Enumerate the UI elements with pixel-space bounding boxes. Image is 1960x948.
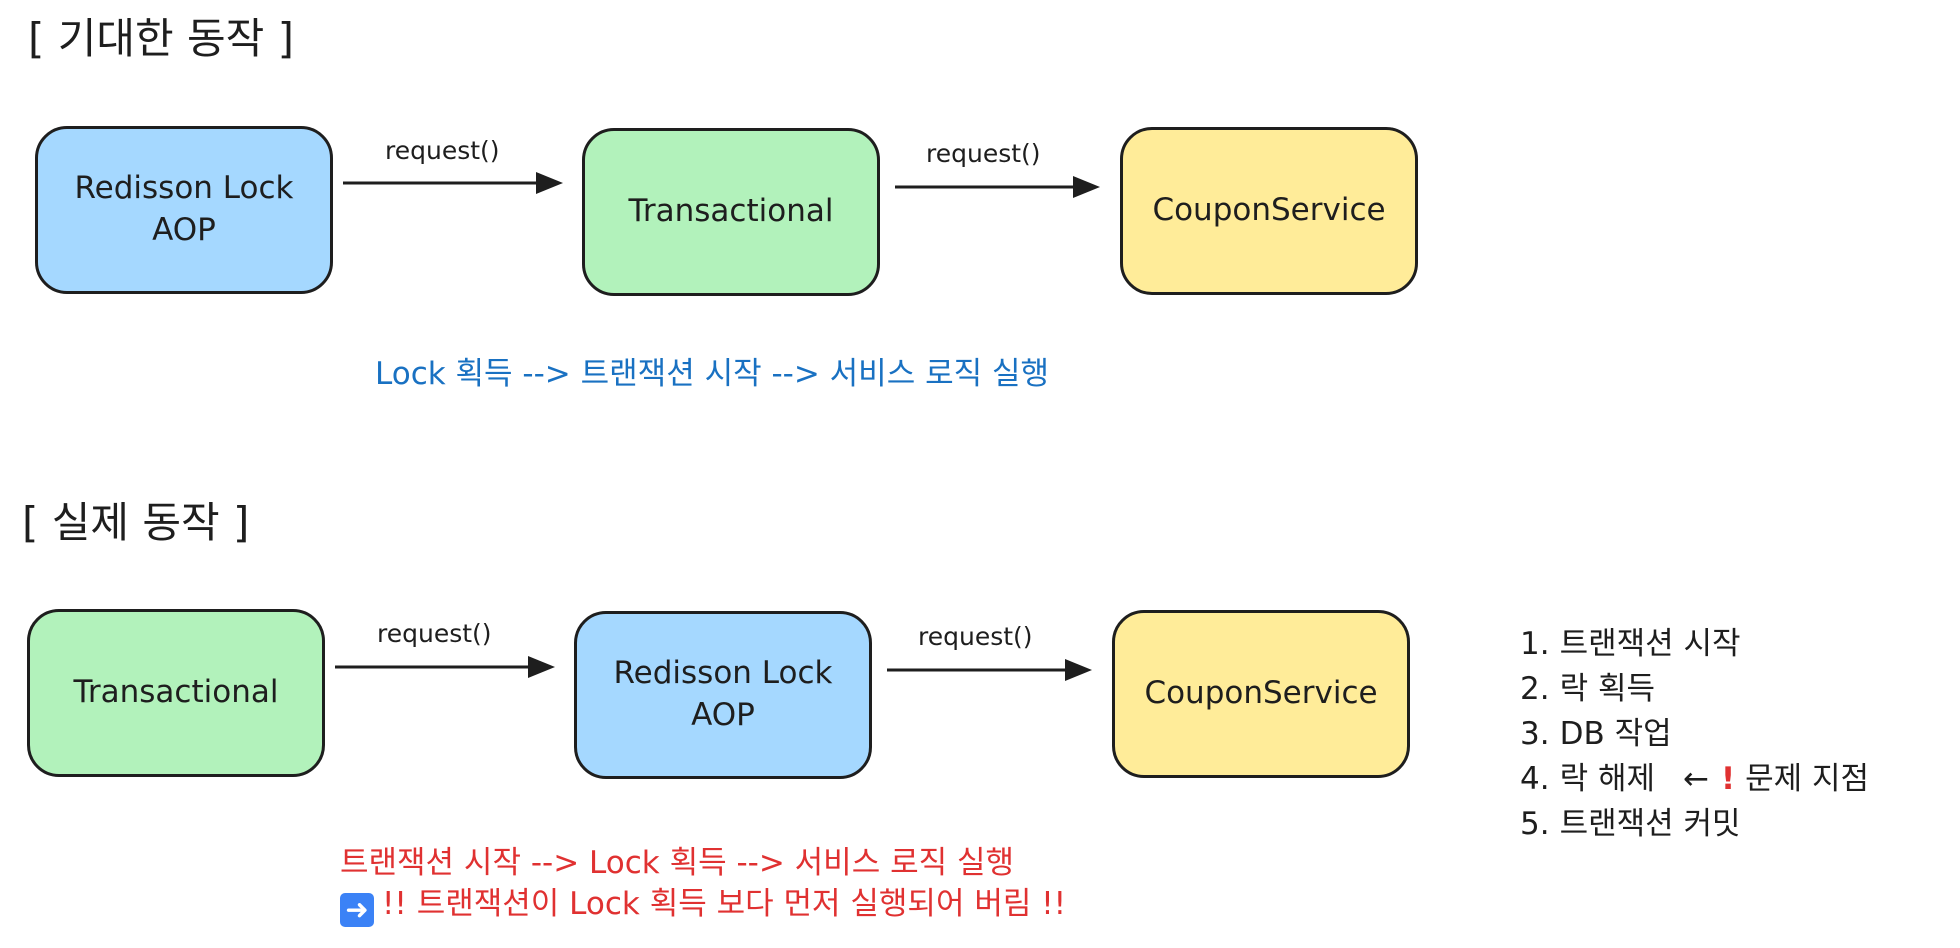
actual-arrow-1-label: request() xyxy=(377,619,492,648)
step-item: 1.트랜잭션 시작 xyxy=(1520,622,1869,667)
expected-arrow-1-label: request() xyxy=(385,136,500,165)
expected-arrow-1 xyxy=(343,172,563,194)
actual-transactional-box: Transactional xyxy=(27,609,325,777)
problem-point-label: 문제 지점 xyxy=(1745,761,1870,797)
step-number: 2. xyxy=(1520,671,1550,707)
expected-transactional-box: Transactional xyxy=(582,128,880,296)
box-label: Redisson Lock AOP xyxy=(74,170,294,248)
expected-flow-note: Lock 획득 --> 트랜잭션 시작 --> 서비스 로직 실행 xyxy=(375,356,1050,392)
step-item: 2.락 획득 xyxy=(1520,667,1869,712)
right-arrow-emoji-icon: ➜ xyxy=(340,893,374,927)
box-label: Transactional xyxy=(628,193,834,230)
actual-problem-note-text: !! 트랜잭션이 Lock 획득 보다 먼저 실행되어 버림 !! xyxy=(382,886,1067,922)
step-item: 3.DB 작업 xyxy=(1520,712,1869,757)
step-text: 락 획득 xyxy=(1559,671,1655,707)
actual-flow-note: 트랜잭션 시작 --> Lock 획득 --> 서비스 로직 실행 xyxy=(340,845,1015,881)
step-number: 4. xyxy=(1520,761,1550,797)
actual-coupon-service-box: CouponService xyxy=(1112,610,1410,778)
step-item: 5.트랜잭션 커밋 xyxy=(1520,802,1869,847)
step-number: 5. xyxy=(1520,806,1550,842)
expected-heading: [ 기대한 동작 ] xyxy=(28,14,295,63)
actual-arrow-2 xyxy=(887,659,1092,681)
box-label: CouponService xyxy=(1144,675,1378,712)
box-label: CouponService xyxy=(1152,192,1386,229)
box-label: Redisson Lock AOP xyxy=(613,655,833,733)
step-item: 4.락 해제 ←!문제 지점 xyxy=(1520,757,1869,802)
step-text: 락 해제 xyxy=(1559,761,1655,797)
actual-arrow-1 xyxy=(335,656,555,678)
expected-coupon-service-box: CouponService xyxy=(1120,127,1418,295)
box-label: Transactional xyxy=(73,674,279,711)
step-number: 3. xyxy=(1520,716,1550,752)
actual-arrow-2-label: request() xyxy=(918,622,1033,651)
step-number: 1. xyxy=(1520,626,1550,662)
expected-arrow-2 xyxy=(895,176,1100,198)
actual-heading: [ 실제 동작 ] xyxy=(22,498,250,547)
actual-problem-note: ➜!! 트랜잭션이 Lock 획득 보다 먼저 실행되어 버림 !! xyxy=(340,889,1066,927)
actual-redisson-lock-box: Redisson Lock AOP xyxy=(574,611,872,779)
expected-arrow-2-label: request() xyxy=(926,139,1041,168)
actual-steps-list: 1.트랜잭션 시작 2.락 획득 3.DB 작업 4.락 해제 ←!문제 지점 5… xyxy=(1520,622,1869,847)
step-text: 트랜잭션 커밋 xyxy=(1559,806,1741,842)
step-text: DB 작업 xyxy=(1559,716,1672,752)
step-text: 트랜잭션 시작 xyxy=(1559,626,1741,662)
left-arrow-icon: ← xyxy=(1683,761,1709,797)
warning-exclamation-icon: ! xyxy=(1720,761,1736,797)
expected-redisson-lock-box: Redisson Lock AOP xyxy=(35,126,333,294)
